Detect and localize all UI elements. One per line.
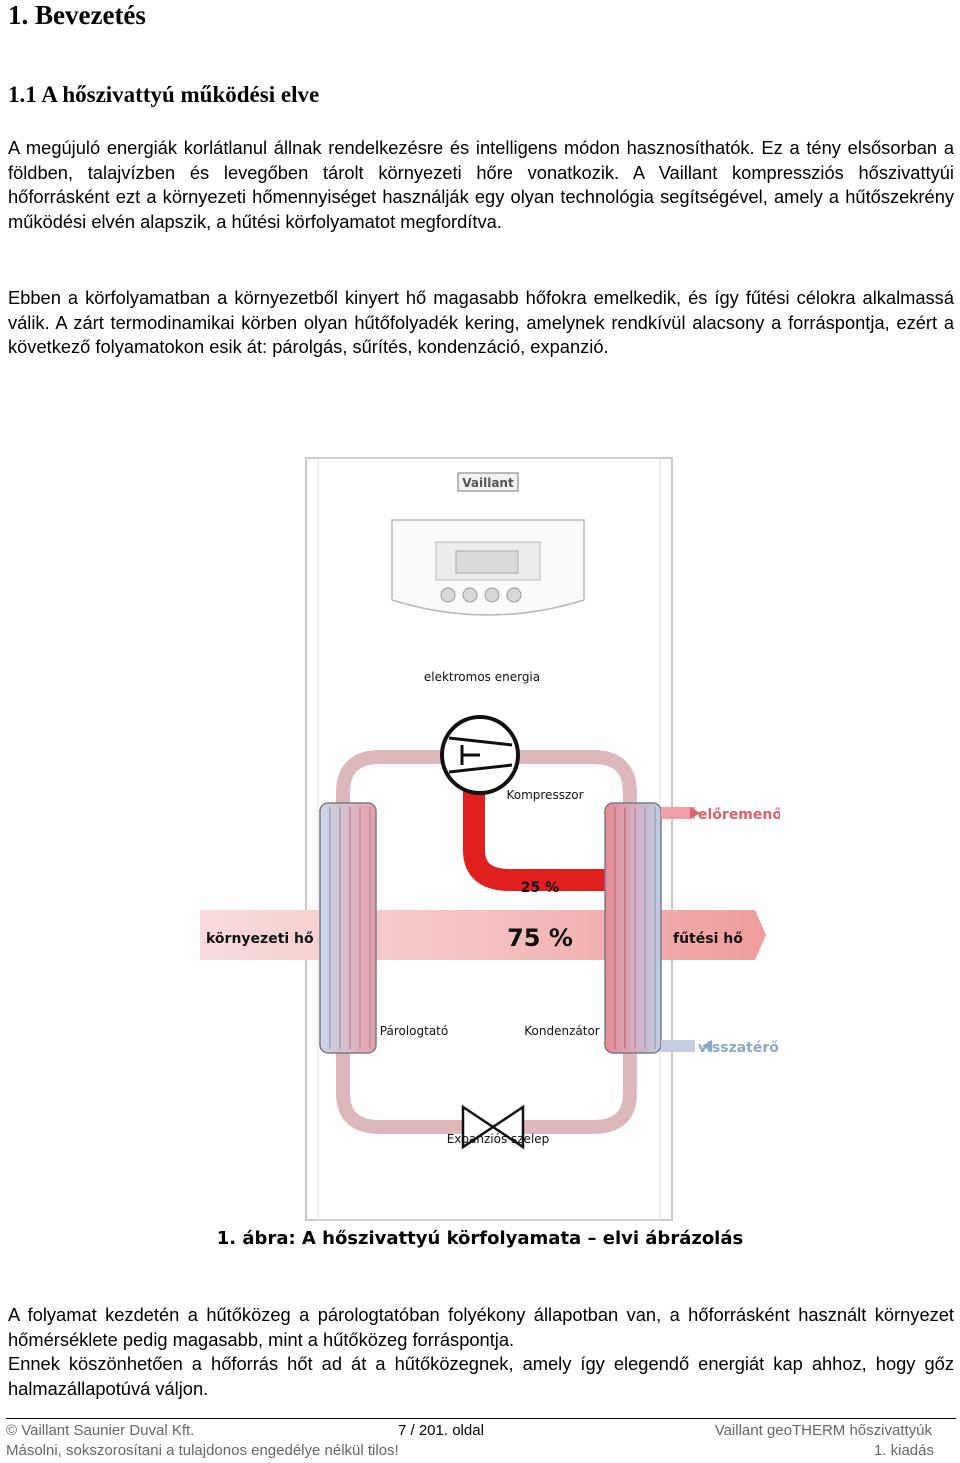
footer-page-number: 7 / 201. oldal xyxy=(398,1422,484,1439)
condenser xyxy=(604,802,662,1054)
label-heating-heat: fűtési hő xyxy=(673,931,743,947)
refrigerant-loop xyxy=(336,750,637,1134)
control-panel xyxy=(391,519,585,616)
paragraph-process-evaporation: Ennek köszönhetően a hőforrás hőt ad át … xyxy=(8,1353,954,1399)
label-ambient-heat: környezeti hő xyxy=(206,931,314,947)
label-flow: előremenő xyxy=(698,807,780,823)
expansion-valve-symbol xyxy=(461,1104,525,1150)
label-25-percent: 25 % xyxy=(521,880,559,896)
evaporator xyxy=(319,802,377,1054)
label-compressor: Kompresszor xyxy=(506,788,583,802)
paragraph-intro: A megújuló energiák korlátlanul állnak r… xyxy=(8,137,954,232)
vaillant-logo: Vaillant xyxy=(457,472,519,492)
label-evaporator: Párologtató xyxy=(380,1024,448,1038)
footer-copyright: © Vaillant Saunier Duval Kft. xyxy=(6,1422,195,1439)
flow-pipe xyxy=(661,807,700,819)
label-return: visszatérő xyxy=(698,1040,779,1056)
label-expansion-valve: Expanziós szelep xyxy=(447,1132,550,1146)
brand-text: Vaillant xyxy=(462,476,514,490)
label-electric-energy: elektromos energia xyxy=(424,670,540,684)
heat-pump-diagram: Vaillant xyxy=(200,457,780,1221)
section-heading: 1.1 A hőszivattyú működési elve xyxy=(8,82,320,107)
chapter-heading: 1. Bevezetés xyxy=(8,0,146,30)
paragraph-cycle: Ebben a körfolyamatban a környezetből ki… xyxy=(8,287,954,357)
paragraph-process-start: A folyamat kezdetén a hűtőközeg a párolo… xyxy=(8,1304,954,1350)
figure-caption: 1. ábra: A hőszivattyú körfolyamata – el… xyxy=(216,1228,744,1249)
footer-product: Vaillant geoTHERM hőszivattyúk xyxy=(714,1422,932,1439)
hot-gas-line xyxy=(463,790,608,891)
return-pipe xyxy=(661,1040,712,1052)
footer-divider xyxy=(6,1418,956,1419)
footer-edition: 1. kiadás xyxy=(873,1442,934,1459)
label-condenser: Kondenzátor xyxy=(524,1024,600,1038)
label-75-percent: 75 % xyxy=(507,924,573,952)
compressor-symbol xyxy=(440,715,520,795)
footer-copy-notice: Másolni, sokszorosítani a tulajdonos eng… xyxy=(6,1442,399,1459)
